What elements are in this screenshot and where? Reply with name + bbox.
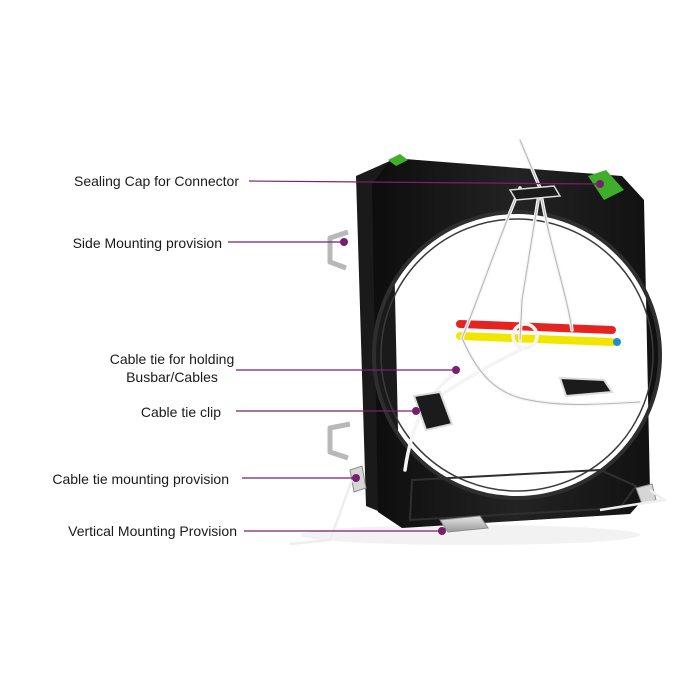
- side-mount-bracket-top: [327, 229, 349, 271]
- floor-shadow: [300, 525, 640, 545]
- bottom-panel-groove: [408, 468, 638, 522]
- side-mount-bracket-bottom: [327, 421, 351, 461]
- cable-tail-left: [289, 479, 354, 546]
- label-side-mount: Side Mounting provision: [40, 234, 222, 252]
- cable-ties-outline: [461, 139, 641, 405]
- label-vertical-mount: Vertical Mounting Provision: [20, 522, 237, 540]
- label-side-mount-text: Side Mounting provision: [72, 235, 222, 251]
- label-tie-clip-text: Cable tie clip: [140, 404, 221, 420]
- cable-tail-right: [599, 488, 668, 512]
- label-cable-tie: Cable tie for holding Busbar/Cables: [60, 350, 284, 386]
- label-sealing-cap-text: Sealing Cap for Connector: [74, 173, 239, 189]
- cable-tie-clip-left: [412, 390, 454, 432]
- label-vertical-mount-text: Vertical Mounting Provision: [68, 523, 237, 539]
- leader-dot-vertical-mount: [438, 527, 446, 535]
- leader-dot-sealing-cap: [596, 180, 604, 188]
- sealing-cap: [588, 170, 624, 200]
- label-tie-mount: Cable tie mounting provision: [20, 470, 229, 488]
- leader-dot-tie-mount: [352, 474, 360, 482]
- aperture-ring: [372, 210, 662, 500]
- leader-dot-cable-tie: [452, 366, 460, 374]
- vertical-mount-bracket: [439, 515, 489, 533]
- sealing-cap-top: [388, 154, 408, 166]
- label-cable-tie-line1: Cable tie for holding: [109, 351, 235, 367]
- leader-line-sealing-cap: [248, 180, 601, 185]
- busbar-blue-end: [613, 338, 621, 346]
- top-tie-clip: [508, 185, 562, 201]
- leader-dot-side-mount: [340, 238, 348, 246]
- label-cable-tie-line2: Busbar/Cables: [126, 369, 218, 385]
- label-tie-clip: Cable tie clip: [60, 403, 221, 421]
- cable-tie-clip-right: [558, 376, 614, 398]
- label-tie-mount-text: Cable tie mounting provision: [52, 471, 229, 487]
- label-sealing-cap: Sealing Cap for Connector: [40, 172, 239, 190]
- leader-lines: [228, 180, 604, 535]
- aperture-inner-edge: [380, 218, 654, 492]
- leader-dot-tie-clip: [412, 407, 420, 415]
- busbar-red: [456, 320, 616, 334]
